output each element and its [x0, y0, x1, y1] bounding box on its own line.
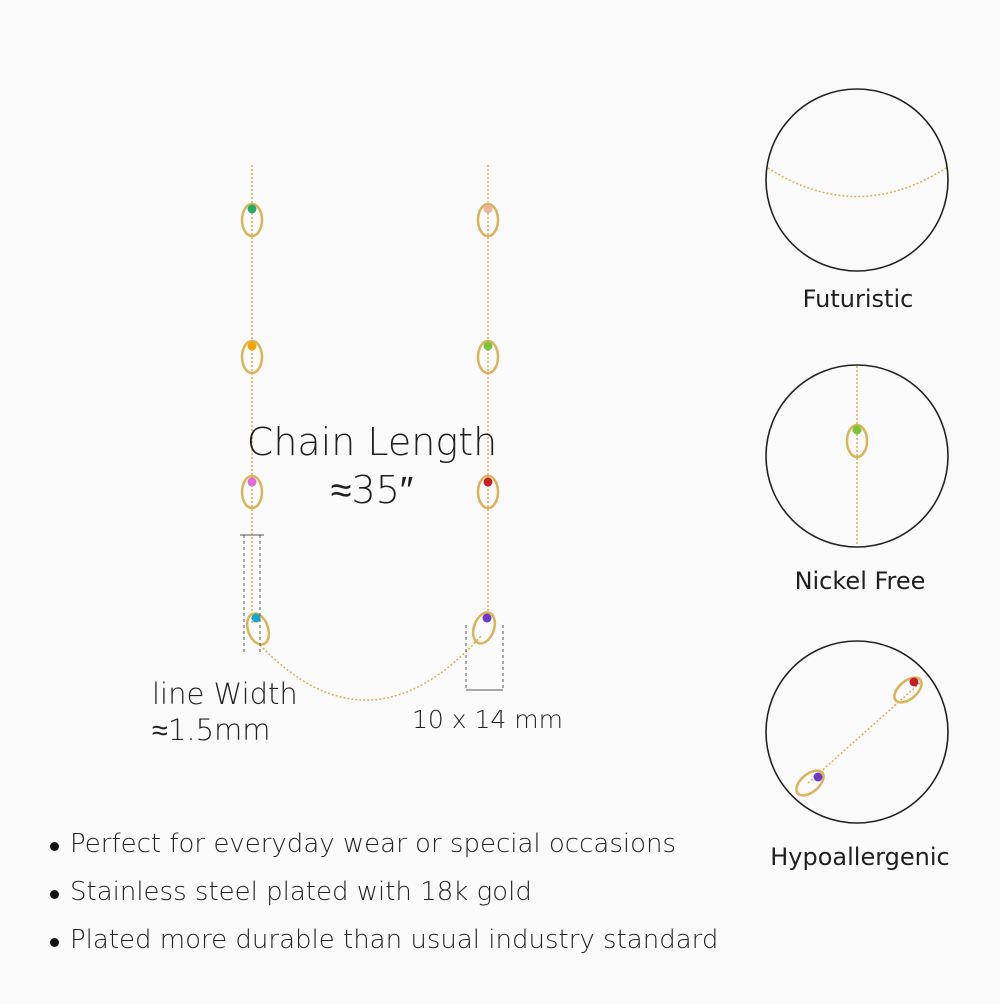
- oval-link: [245, 612, 271, 646]
- line-width-value: ≈1.5mm: [152, 713, 271, 747]
- feature-circle-hypoallergenic: [765, 640, 949, 824]
- bullet-text: Plated more durable than usual industry …: [70, 925, 719, 955]
- right-pendants: [471, 202, 500, 645]
- gem-orange: [247, 341, 257, 351]
- chain-length-value: ≈35″: [330, 468, 414, 512]
- bullet-dot-icon: [50, 938, 59, 947]
- feature-circle-futuristic: [765, 88, 949, 272]
- feature-label-futuristic: Futuristic: [802, 285, 914, 313]
- feature-label-hypoallergenic: Hypoallergenic: [770, 843, 950, 871]
- gem-pink: [247, 477, 257, 487]
- gem-cyan: [251, 613, 261, 623]
- line-width-marker: [240, 534, 264, 654]
- bullet-dot-icon: [50, 890, 59, 899]
- feature-bullet-list: Perfect for everyday wear or special occ…: [50, 824, 718, 968]
- gem-peach: [483, 204, 493, 214]
- feature-label-nickel-free: Nickel Free: [794, 567, 926, 595]
- oval-link: [240, 202, 264, 238]
- bullet-item: Perfect for everyday wear or special occ…: [50, 824, 718, 872]
- bullet-item: Plated more durable than usual industry …: [50, 920, 718, 968]
- gem-lime: [483, 341, 493, 351]
- feature-circle-nickel-free: [765, 364, 949, 548]
- oval-link: [240, 474, 264, 510]
- pendant-size-label: 10 x 14 mm: [412, 705, 563, 734]
- gem-red: [483, 477, 493, 487]
- gem-green: [247, 204, 257, 214]
- left-pendants: [240, 202, 271, 646]
- pendant-size-marker: [465, 625, 504, 691]
- oval-link: [476, 474, 500, 510]
- bullet-text: Perfect for everyday wear or special occ…: [70, 829, 677, 859]
- chain-length-title: Chain Length: [246, 420, 498, 464]
- oval-link: [476, 339, 500, 375]
- line-width-label: line Width ≈1.5mm: [152, 676, 298, 748]
- oval-link: [240, 339, 264, 375]
- oval-link: [476, 202, 500, 238]
- line-width-title: line Width: [152, 677, 298, 711]
- gem-purple: [482, 613, 492, 623]
- bullet-dot-icon: [50, 842, 59, 851]
- bullet-text: Stainless steel plated with 18k gold: [70, 877, 532, 907]
- oval-link: [471, 611, 497, 645]
- bullet-item: Stainless steel plated with 18k gold: [50, 872, 718, 920]
- chain-length-label: Chain Length ≈35″: [232, 418, 512, 514]
